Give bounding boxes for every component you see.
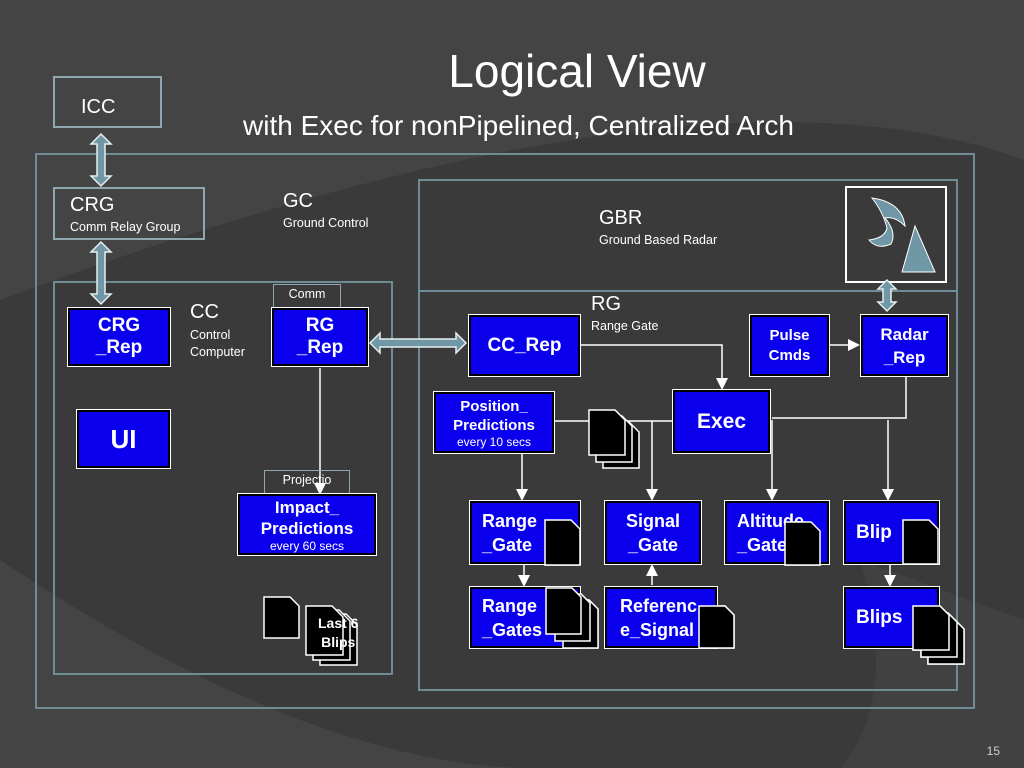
position-predictions-line2: Predictions <box>453 416 535 434</box>
cc-desc-line1: Control <box>190 328 231 342</box>
rg-boundary <box>418 290 958 691</box>
reference-signal-line2: e_Signal <box>620 619 695 640</box>
crg-box: CRG Comm Relay Group <box>53 187 205 240</box>
exec-box: Exec <box>672 389 771 454</box>
impact-predictions-box: Impact_ Predictions every 60 secs <box>237 493 377 556</box>
rg-rep-line1: RG <box>305 315 335 336</box>
last-blips-line2: Blips <box>321 634 356 650</box>
cc-rep-box: CC_Rep <box>468 314 581 377</box>
crg-name: CRG <box>70 194 115 216</box>
altitude-gate-line2: _Gate <box>737 534 788 555</box>
rg-desc: Range Gate <box>591 319 659 333</box>
icc-box: ICC <box>53 76 162 128</box>
blips-label: Blips <box>856 606 903 628</box>
ui-label: UI <box>110 423 137 454</box>
gbr-name: GBR <box>599 207 643 229</box>
rg-rep-line2: _Rep <box>296 337 344 358</box>
position-predictions-rate: every 10 secs <box>456 434 532 449</box>
gc-boundary <box>35 153 975 709</box>
rg-rep-box: RG _Rep <box>271 307 369 367</box>
cc-name: CC <box>190 301 219 323</box>
signal-gate-line1: Signal <box>625 510 680 531</box>
signal-gate-line2: _Gate <box>627 534 679 555</box>
document-icon <box>263 596 300 639</box>
range-gate-line2: _Gate <box>482 534 533 555</box>
slide-title: Logical View <box>448 45 706 97</box>
icc-label: ICC <box>81 96 116 118</box>
last-blips-line1: Last 6 <box>318 615 359 631</box>
cc-boundary <box>53 281 393 675</box>
gc-desc: Ground Control <box>283 216 369 230</box>
radar-rep-box: Radar _Rep <box>860 314 949 377</box>
crg-rep-line1: CRG <box>97 315 141 336</box>
gc-name: GC <box>283 190 313 212</box>
radar-rep-line2: _Rep <box>883 347 926 367</box>
page-number: 15 <box>986 744 1000 758</box>
cc-desc-line2: Computer <box>190 345 245 359</box>
pulse-cmds-line2: Cmds <box>768 346 811 364</box>
impact-predictions-rate: every 60 secs <box>269 538 345 553</box>
signal-gate-box: Signal _Gate <box>604 500 702 565</box>
crg-desc: Comm Relay Group <box>70 220 181 234</box>
pulse-cmds-line1: Pulse <box>769 326 810 344</box>
gbr-desc: Ground Based Radar <box>599 233 718 247</box>
range-gate-line1: Range <box>482 510 538 531</box>
radar-logo-icon <box>845 186 947 283</box>
impact-predictions-line2: Predictions <box>260 518 354 538</box>
position-predictions-box: Position_ Predictions every 10 secs <box>433 391 555 454</box>
crg-rep-box: CRG _Rep <box>67 307 171 367</box>
radar-rep-line1: Radar <box>880 324 929 344</box>
pulse-cmds-box: Pulse Cmds <box>749 314 830 377</box>
last-blips-label: Last 6 Blips <box>318 614 358 652</box>
range-gates-line1: Range <box>482 595 538 616</box>
blip-label: Blip <box>856 521 892 543</box>
exec-label: Exec <box>696 409 747 433</box>
range-gates-line2: _Gates <box>482 619 543 640</box>
slide-subtitle: with Exec for nonPipelined, Centralized … <box>243 110 794 141</box>
ui-box: UI <box>76 409 171 469</box>
impact-predictions-line1: Impact_ <box>274 497 340 517</box>
rg-name: RG <box>591 293 621 315</box>
crg-rep-line2: _Rep <box>95 337 143 358</box>
position-predictions-line1: Position_ <box>460 397 528 415</box>
reference-signal-line1: Referenc <box>620 595 698 616</box>
cc-rep-label: CC_Rep <box>487 334 562 356</box>
